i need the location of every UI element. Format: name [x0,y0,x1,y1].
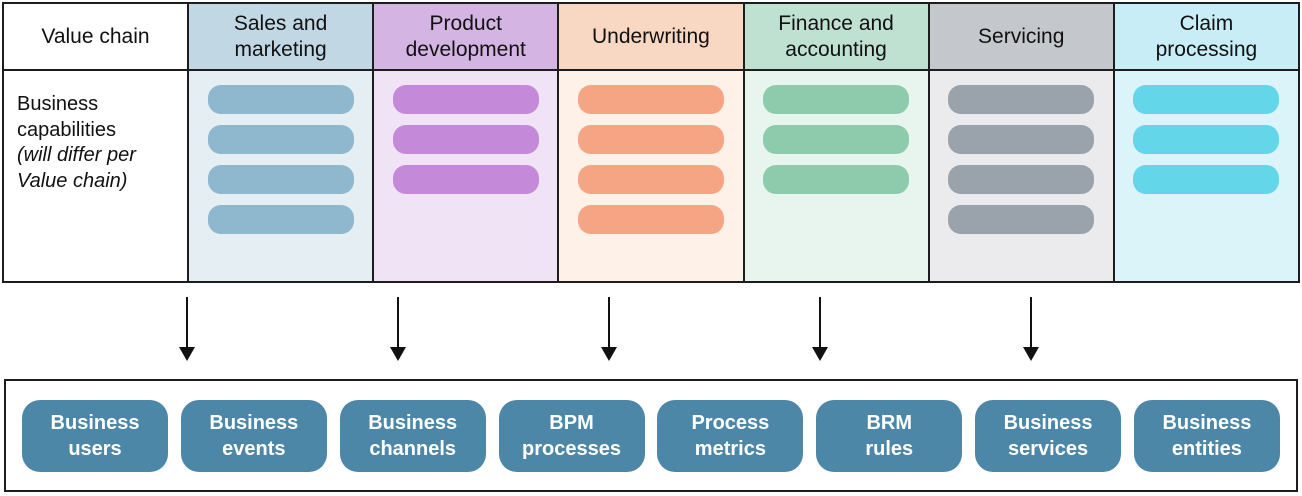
capability-bar [763,165,910,194]
down-arrow-icon [179,297,195,361]
arrow-head [390,347,406,361]
column-header-sales-and-marketing: Sales and marketing [187,4,373,71]
foundation-box: Business services [975,399,1122,472]
down-arrow-icon [812,297,828,361]
arrow-shaft [819,297,821,347]
foundation-box: BPM processes [498,399,645,472]
capabilities-cell-finance-and-accounting [742,71,928,281]
capability-bar [948,165,1095,194]
down-arrow-icon [601,297,617,361]
capabilities-cell-servicing [927,71,1113,281]
arrow-shaft [186,297,188,347]
capability-bar [763,85,910,114]
arrow-shaft [608,297,610,347]
capability-bar [948,85,1095,114]
capabilities-cell-product-development [372,71,558,281]
value-chain-label: Value chain [4,4,187,71]
capability-bar [577,165,724,194]
capability-bar [948,205,1095,234]
column-header-servicing: Servicing [927,4,1113,71]
foundation-box: Business channels [339,399,486,472]
column-header-underwriting: Underwriting [557,4,743,71]
down-arrow-icon [390,297,406,361]
capability-bar [392,85,539,114]
arrow-shaft [1030,297,1032,347]
arrow-head [812,347,828,361]
column-header-claim-processing: Claim processing [1112,4,1298,71]
capability-bar [577,205,724,234]
capability-bar [207,205,354,234]
capability-bar [1133,85,1280,114]
business-capabilities-cell: Business capabilities (will differ per V… [4,71,187,281]
arrow-shaft [397,297,399,347]
capability-bar [577,85,724,114]
column-header-finance-and-accounting: Finance and accounting [742,4,928,71]
business-capabilities-note: (will differ per Value chain) [17,144,136,192]
capability-bar [392,125,539,154]
capability-bar [207,165,354,194]
capability-bar [1133,165,1280,194]
capability-bar [207,125,354,154]
value-chain-table: Value chain Business capabilities (will … [2,2,1300,283]
arrow-head [601,347,617,361]
capability-bar [392,165,539,194]
arrow-head [1023,347,1039,361]
capabilities-cell-underwriting [557,71,743,281]
foundation-box: Business entities [1133,399,1280,472]
capability-bar [207,85,354,114]
business-capabilities-title: Business capabilities [17,93,116,141]
capability-bar [577,125,724,154]
foundation-box: Business events [180,399,327,472]
foundation-box: Process metrics [657,399,804,472]
arrow-head [179,347,195,361]
capabilities-cell-claim-processing [1112,71,1298,281]
foundation-box: Business users [22,399,168,472]
capability-bar [763,125,910,154]
capability-bar [1133,125,1280,154]
capabilities-cell-sales-and-marketing [187,71,373,281]
column-header-product-development: Product development [372,4,558,71]
foundation-box: BRM rules [816,399,963,472]
down-arrow-icon [1023,297,1039,361]
capability-bar [948,125,1095,154]
